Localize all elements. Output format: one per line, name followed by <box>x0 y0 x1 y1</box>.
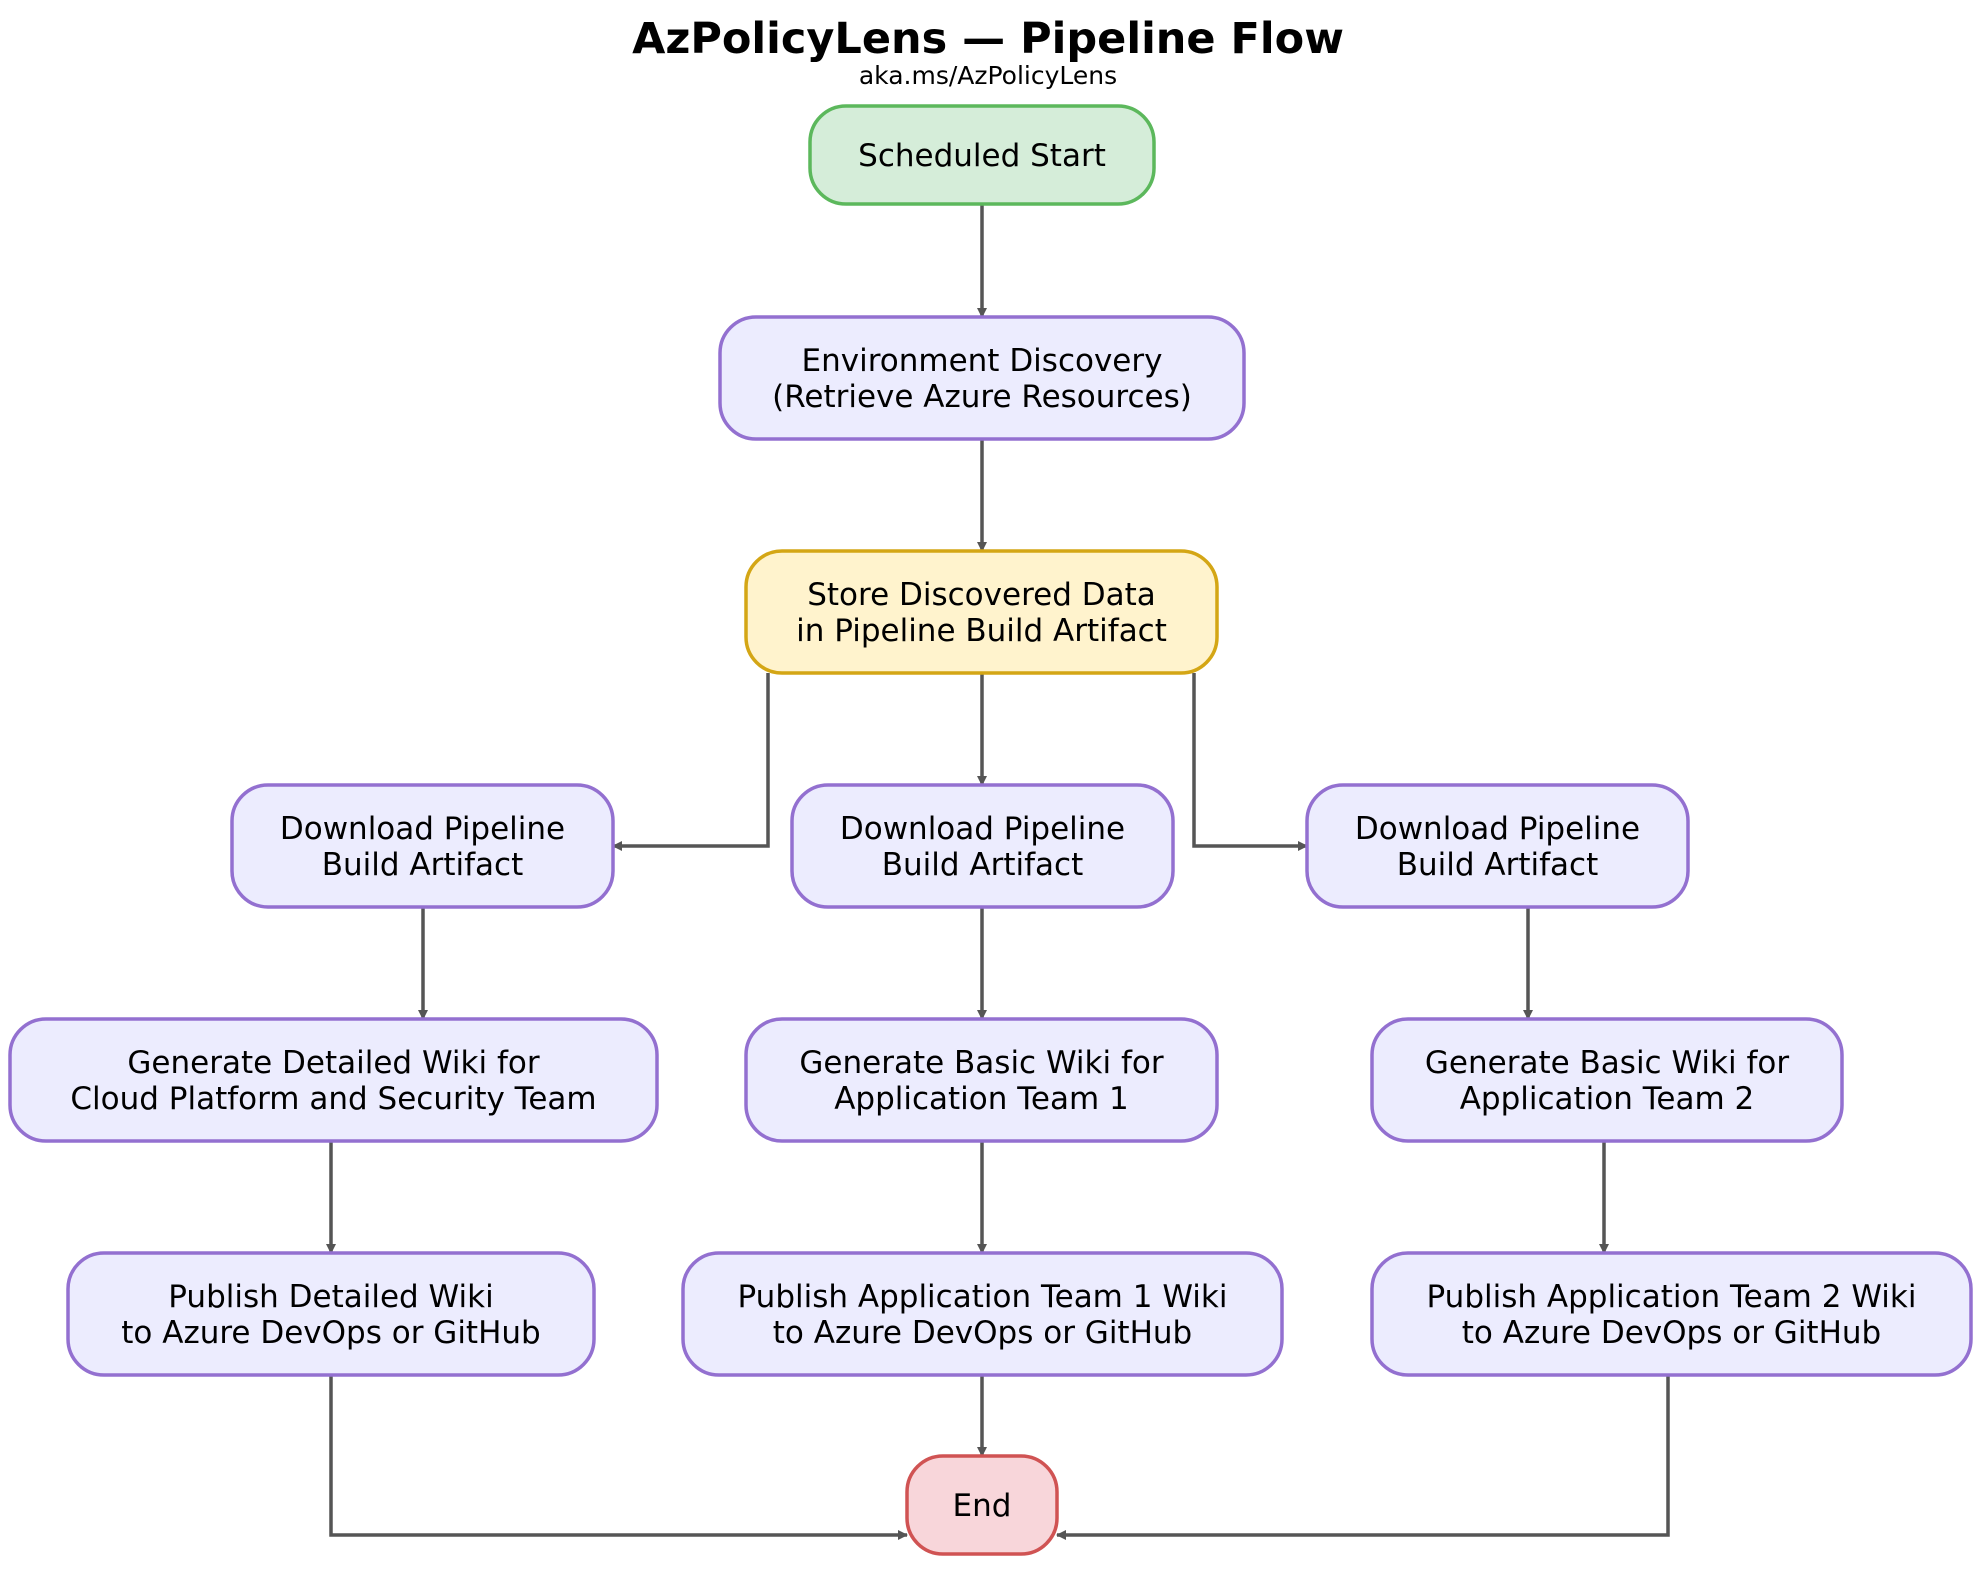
node-generate-app2-label-line-1: Generate Basic Wiki for <box>1425 1045 1789 1081</box>
node-start-label-line-1: Scheduled Start <box>858 138 1106 174</box>
diagram-subtitle: aka.ms/AzPolicyLens <box>859 61 1117 90</box>
node-generate-app1-label-line-2: Application Team 1 <box>834 1081 1129 1117</box>
node-publish-app2-box <box>1370 1251 1973 1377</box>
node-download-mid-label-line-1: Download Pipeline <box>840 811 1125 847</box>
node-download-mid-label-line-2: Build Artifact <box>882 847 1084 883</box>
node-end-label-line-1: End <box>953 1488 1012 1524</box>
node-store-label-line-2: in Pipeline Build Artifact <box>796 613 1167 649</box>
node-store-label-line-1: Store Discovered Data <box>807 577 1156 613</box>
node-download-right-label-line-2: Build Artifact <box>1397 847 1599 883</box>
diagram-title: AzPolicyLens — Pipeline Flow <box>632 14 1344 64</box>
node-download-right-label-line-1: Download Pipeline <box>1355 811 1640 847</box>
node-download-left-label-line-2: Build Artifact <box>322 847 524 883</box>
node-publish-app1-label-line-1: Publish Application Team 1 Wiki <box>738 1279 1228 1315</box>
node-discovery: Environment Discovery(Retrieve Azure Res… <box>718 315 1246 441</box>
node-generate-detailed-box <box>8 1017 659 1143</box>
node-publish-app2-label-line-1: Publish Application Team 2 Wiki <box>1427 1279 1917 1315</box>
node-generate-app1-box <box>744 1017 1219 1143</box>
node-publish-app2-label-line-2: to Azure DevOps or GitHub <box>1462 1315 1881 1351</box>
node-generate-app2-box <box>1370 1017 1844 1143</box>
node-download-right-box <box>1305 783 1690 909</box>
edge-publish-app2-to-end <box>1056 1375 1670 1540</box>
node-generate-app1-label-line-1: Generate Basic Wiki for <box>799 1045 1163 1081</box>
node-publish-detailed-box <box>66 1251 596 1377</box>
node-discovery-label-line-2: (Retrieve Azure Resources) <box>772 379 1192 415</box>
node-publish-detailed-label-line-1: Publish Detailed Wiki <box>168 1279 493 1315</box>
node-start: Scheduled Start <box>808 104 1156 206</box>
node-generate-app2-label-line-2: Application Team 2 <box>1460 1081 1755 1117</box>
node-publish-app1-box <box>681 1251 1284 1377</box>
node-generate-detailed-label-line-1: Generate Detailed Wiki for <box>127 1045 539 1081</box>
edge-store-to-download-left <box>612 673 770 851</box>
edge-store-to-download-right <box>1192 673 1308 851</box>
node-download-left-box <box>230 783 615 909</box>
node-end-box <box>905 1454 1059 1556</box>
node-publish-app1-label-line-2: to Azure DevOps or GitHub <box>773 1315 1192 1351</box>
edge-publish-detailed-to-end <box>329 1375 908 1540</box>
node-publish-detailed-label-line-2: to Azure DevOps or GitHub <box>121 1315 540 1351</box>
node-discovery-label-line-1: Environment Discovery <box>802 343 1163 379</box>
node-download-mid-box <box>790 783 1175 909</box>
node-end: End <box>905 1454 1059 1556</box>
edges-layer <box>326 204 1670 1540</box>
node-download-left-label-line-1: Download Pipeline <box>280 811 565 847</box>
node-store-box <box>744 549 1219 675</box>
node-generate-detailed-label-line-2: Cloud Platform and Security Team <box>70 1081 596 1117</box>
node-discovery-box <box>718 315 1246 441</box>
node-start-box <box>808 104 1156 206</box>
